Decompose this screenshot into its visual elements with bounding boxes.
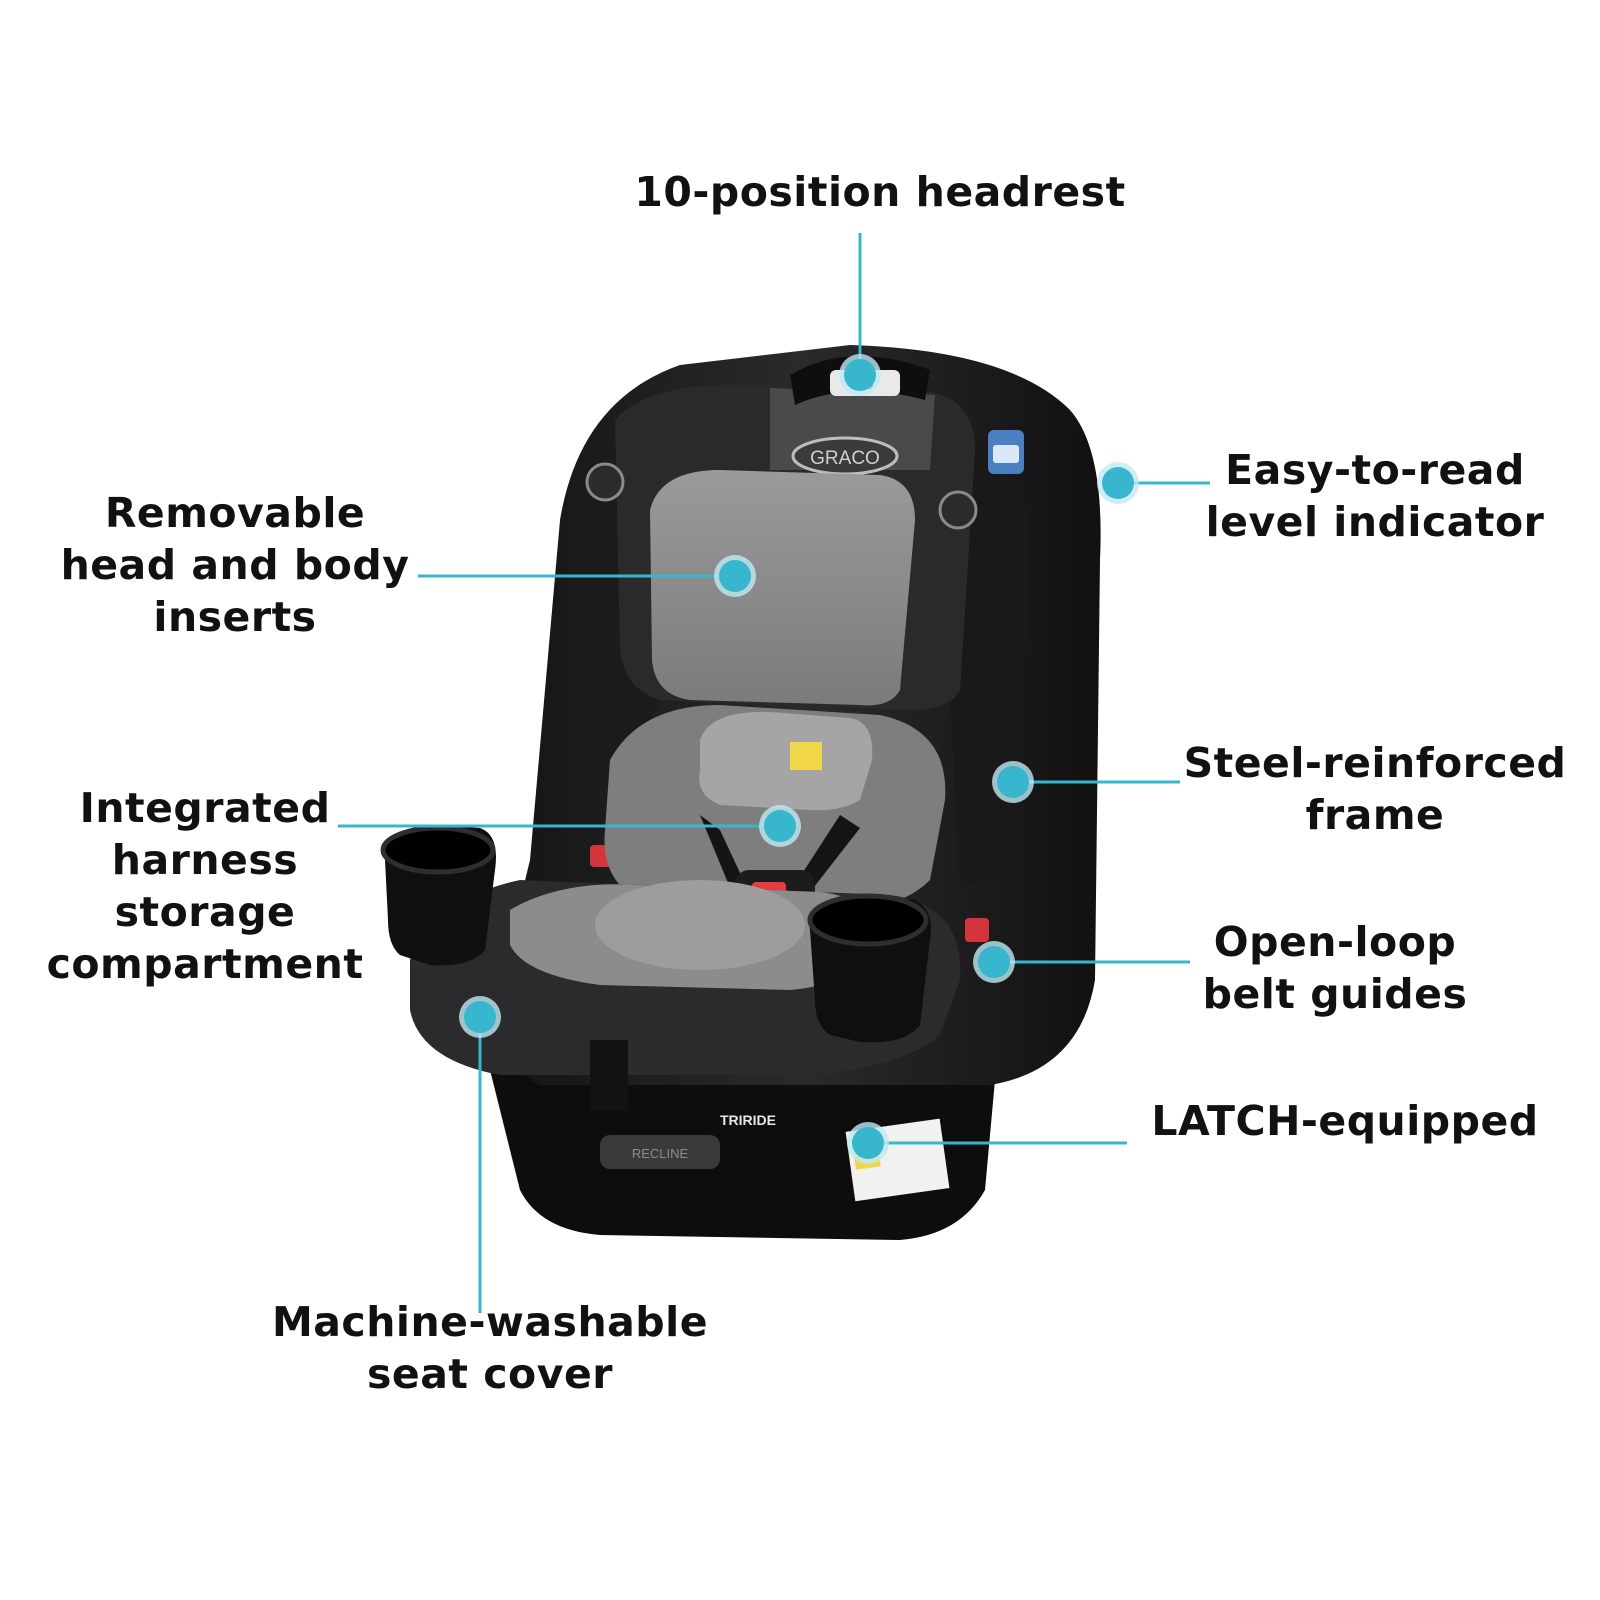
callout-harness-line-2: harness xyxy=(111,836,299,884)
callout-harness-line-1: Integrated xyxy=(79,784,331,832)
callout-inserts-line-3: inserts xyxy=(153,593,317,641)
callout-inserts-line-2: head and body xyxy=(60,541,410,589)
brand-logo-text: GRACO xyxy=(810,448,880,469)
callout-frame-line-2: frame xyxy=(1305,791,1445,839)
callout-level-line-2: level indicator xyxy=(1205,498,1545,546)
connector-dot-harness-storage xyxy=(764,810,796,842)
body-insert-upper xyxy=(699,711,873,811)
callout-latch: LATCH-equipped xyxy=(1135,1095,1555,1147)
connector-dot-level-indicator xyxy=(1102,467,1134,499)
warning-sticker xyxy=(790,742,822,770)
connector-dot-latch xyxy=(852,1127,884,1159)
callout-level-indicator: Easy-to-read level indicator xyxy=(1200,444,1550,548)
recline-label: RECLINE xyxy=(632,1146,689,1161)
callout-harness-storage: Integrated harness storage compartment xyxy=(40,782,370,990)
recline-handle xyxy=(600,1135,720,1169)
connector-dot-seat-cover xyxy=(464,1001,496,1033)
belt-guide-red-right xyxy=(965,918,989,942)
callout-frame-line-1: Steel-reinforced xyxy=(1183,739,1567,787)
callout-frame: Steel-reinforced frame xyxy=(1175,737,1575,841)
callout-seat-cover-line-2: seat cover xyxy=(367,1350,613,1398)
connector-dot-belt-guides xyxy=(978,946,1010,978)
cup-holder-left-rim xyxy=(380,825,496,875)
callout-headrest-line-1: 10-position headrest xyxy=(634,168,1126,216)
connector-dot-frame xyxy=(997,766,1029,798)
callout-inserts-line-1: Removable xyxy=(104,489,366,537)
callout-belt-guides: Open-loop belt guides xyxy=(1185,916,1485,1020)
head-insert-pad xyxy=(650,470,915,706)
callout-seat-cover-line-1: Machine-washable xyxy=(271,1298,709,1346)
cup-holder-right-rim xyxy=(807,893,929,947)
callout-belt-guides-line-2: belt guides xyxy=(1202,970,1468,1018)
callout-inserts: Removable head and body inserts xyxy=(60,487,410,643)
side-impact-badge-left xyxy=(585,462,625,502)
model-name: TRIRIDE xyxy=(720,1112,776,1128)
connector-dot-inserts xyxy=(719,560,751,592)
seat-cushion-center xyxy=(595,880,805,970)
callout-level-line-1: Easy-to-read xyxy=(1225,446,1525,494)
level-indicator-window xyxy=(993,445,1019,463)
callout-belt-guides-line-1: Open-loop xyxy=(1213,918,1457,966)
callout-harness-line-4: compartment xyxy=(46,940,364,988)
crotch-strap xyxy=(590,1040,628,1110)
callout-latch-line-1: LATCH-equipped xyxy=(1151,1097,1539,1145)
callout-seat-cover: Machine-washable seat cover xyxy=(260,1296,720,1400)
side-impact-badge-right xyxy=(938,490,978,530)
connector-dot-headrest xyxy=(844,359,876,391)
callout-harness-line-3: storage xyxy=(114,888,296,936)
callout-headrest: 10-position headrest xyxy=(600,166,1160,218)
